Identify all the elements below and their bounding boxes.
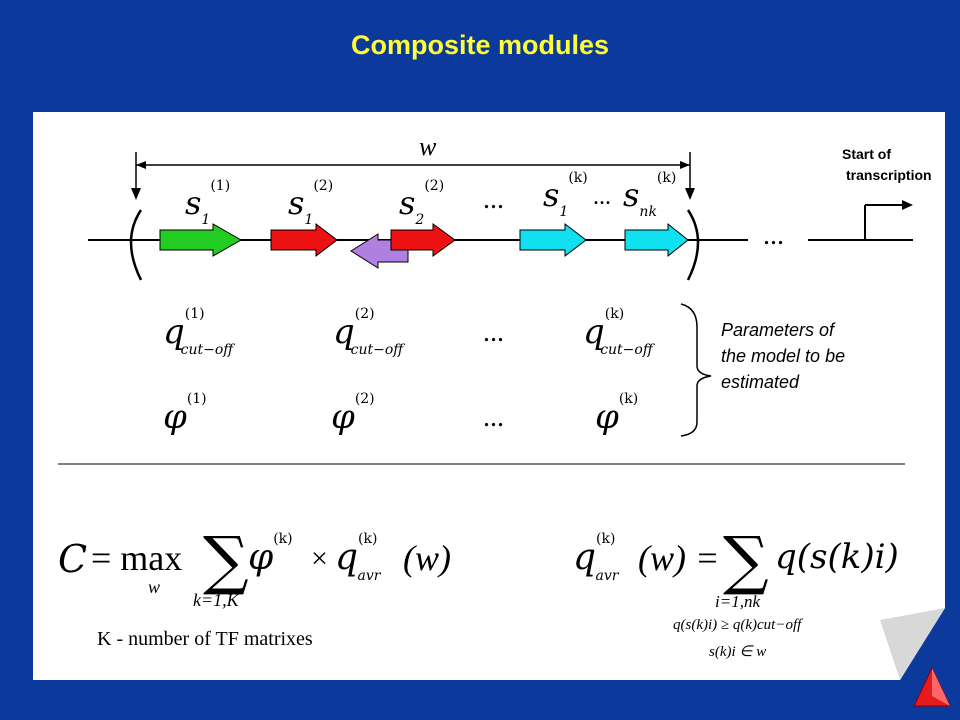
formula-C: C	[58, 537, 88, 581]
left-sum-sign: ∑	[203, 524, 249, 598]
site-arrow-5	[624, 222, 689, 258]
tss-arrowhead	[902, 200, 913, 210]
sites-ellipsis-2: ...	[593, 184, 611, 210]
window-span-right-head	[680, 161, 690, 169]
tss-label-line2: transcription	[846, 167, 932, 183]
formula-right-sum-sub3: s(k)i ∈ w	[709, 644, 767, 660]
q-cutoff-k: q(k)cut−off	[583, 306, 653, 358]
formula-times: ×	[311, 542, 328, 575]
formula-left-sum-sub: k=1,K	[193, 590, 239, 610]
content-panel: ∑ ∑ w Start of transcription s1(1) s1(2)…	[33, 112, 945, 680]
slide-title: Composite modules	[350, 30, 610, 60]
site-label-5: snk(k)	[623, 170, 677, 220]
site-arrow-2	[270, 222, 338, 258]
logo-icon	[913, 666, 951, 707]
formula-left-phi: φ(k)	[248, 531, 293, 578]
q-cutoff-ellipsis: ...	[483, 317, 504, 348]
site-label-1: s1(1)	[185, 178, 231, 228]
phi-ellipsis: ...	[483, 402, 504, 433]
site-arrow-3	[390, 223, 456, 257]
right-sum-sign: ∑	[723, 524, 769, 598]
tss-label-line1: Start of	[842, 146, 891, 162]
brace-text-line3: estimated	[721, 372, 800, 392]
formula-right-sum-sub1: i=1,nk	[715, 592, 760, 611]
formula-right-term: q(s(k)i)	[775, 537, 899, 577]
q-cutoff-1: q(1)cut−off	[163, 306, 234, 358]
right-parenthesis	[686, 209, 700, 281]
phi-k: φ(k)	[595, 391, 639, 437]
brace-text-line2: the model to be	[721, 346, 846, 366]
site-label-3: s2(2)	[399, 178, 445, 228]
window-label: w	[419, 132, 437, 161]
diagram-canvas: ∑ ∑	[58, 152, 913, 598]
parameters-brace	[680, 303, 712, 437]
formula-right-sum-sub2: q(s(k)i) ≥ q(k)cut−off	[673, 617, 802, 633]
brace-text-line1: Parameters of	[721, 320, 835, 340]
site-arrow-4	[519, 222, 587, 258]
site-label-4: s1(k)	[543, 170, 588, 220]
matrix-count-note: K - number of TF matrixes	[97, 628, 313, 650]
dna-ellipsis: ...	[763, 220, 784, 251]
window-left-arrowhead	[131, 188, 141, 200]
sites-ellipsis-1: ...	[483, 184, 504, 215]
formula-right-w: (w) =	[638, 538, 720, 578]
formula-left-q: q(k)avr	[335, 531, 381, 584]
q-cutoff-2: q(2)cut−off	[333, 306, 404, 358]
window-span-left-head	[136, 161, 146, 169]
phi-2: φ(2)	[331, 391, 375, 437]
left-parenthesis	[129, 209, 143, 281]
window-right-arrowhead	[685, 188, 695, 200]
site-label-2: s1(2)	[288, 178, 334, 228]
formula-right-q: q(k)avr	[573, 531, 619, 584]
formula-max-under: w	[148, 577, 161, 597]
site-arrow-1	[159, 223, 243, 257]
formula-max: = max	[91, 538, 183, 578]
formula-left-w: (w)	[403, 538, 451, 578]
phi-1: φ(1)	[163, 391, 207, 437]
